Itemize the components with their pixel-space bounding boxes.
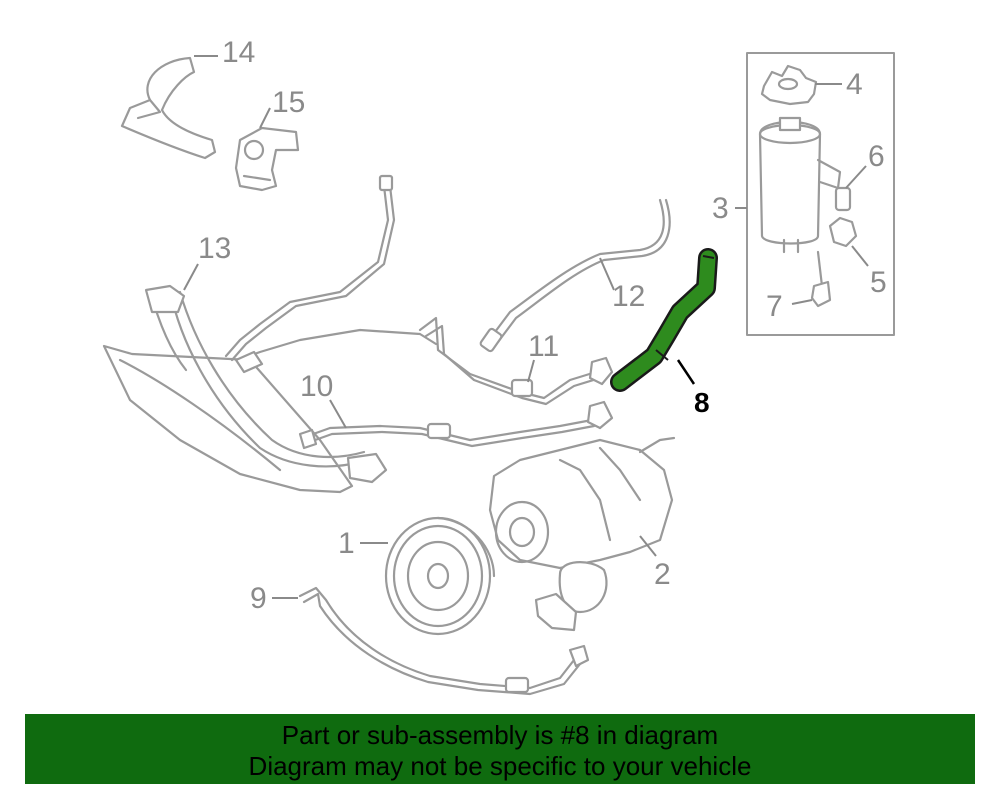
parts-diagram: 14 15 3 4 6 5 7 [102,36,895,696]
leader-10 [329,399,347,429]
part-14-hose-bracket [120,56,217,160]
leader-13 [183,263,199,291]
leader-8 [676,359,696,385]
leader-15 [259,107,271,129]
part-6-sleeve [834,186,852,212]
callout-3: 3 [712,192,729,225]
leader-2 [639,535,657,557]
part-13-hose-assembly [102,284,388,494]
callout-1: 1 [338,527,355,560]
part-11-pressure-line [418,316,614,406]
callout-4: 4 [846,68,863,101]
caption-banner: Part or sub-assembly is #8 in diagram Di… [25,714,975,784]
callout-6: 6 [868,140,885,173]
leader-5 [851,245,869,267]
leader-12 [599,257,615,291]
leader-11 [527,359,535,383]
callout-15: 15 [272,86,305,119]
part-15-mount [234,126,300,192]
part-3-reservoir [758,116,842,254]
callout-11: 11 [528,330,559,363]
callout-7: 7 [766,290,783,323]
part-9-line [298,586,590,696]
part-12-return-line [479,198,671,353]
callout-5: 5 [870,266,887,299]
callout-13: 13 [198,232,231,265]
pressure-line-upper [224,174,438,374]
caption-line-1: Part or sub-assembly is #8 in diagram [281,720,719,750]
caption-line-2: Diagram may not be specific to your vehi… [248,751,752,781]
part-10-pressure-line [298,400,614,450]
part-1-pulley [384,516,496,636]
callout-10: 10 [300,370,333,403]
part-2-pump [488,436,676,632]
callout-12: 12 [612,280,645,313]
part-4-reservoir-cap [760,64,818,106]
part-8-suction-hose [610,248,718,392]
part-7-fitting [810,250,832,308]
leader-6 [845,165,867,189]
reservoir-group-box [746,52,895,336]
callout-14: 14 [222,36,255,69]
callout-8: 8 [694,387,710,418]
part-5-clamp [828,216,858,248]
leader-7 [791,299,813,305]
callout-9: 9 [250,582,267,615]
callout-2: 2 [654,558,671,591]
